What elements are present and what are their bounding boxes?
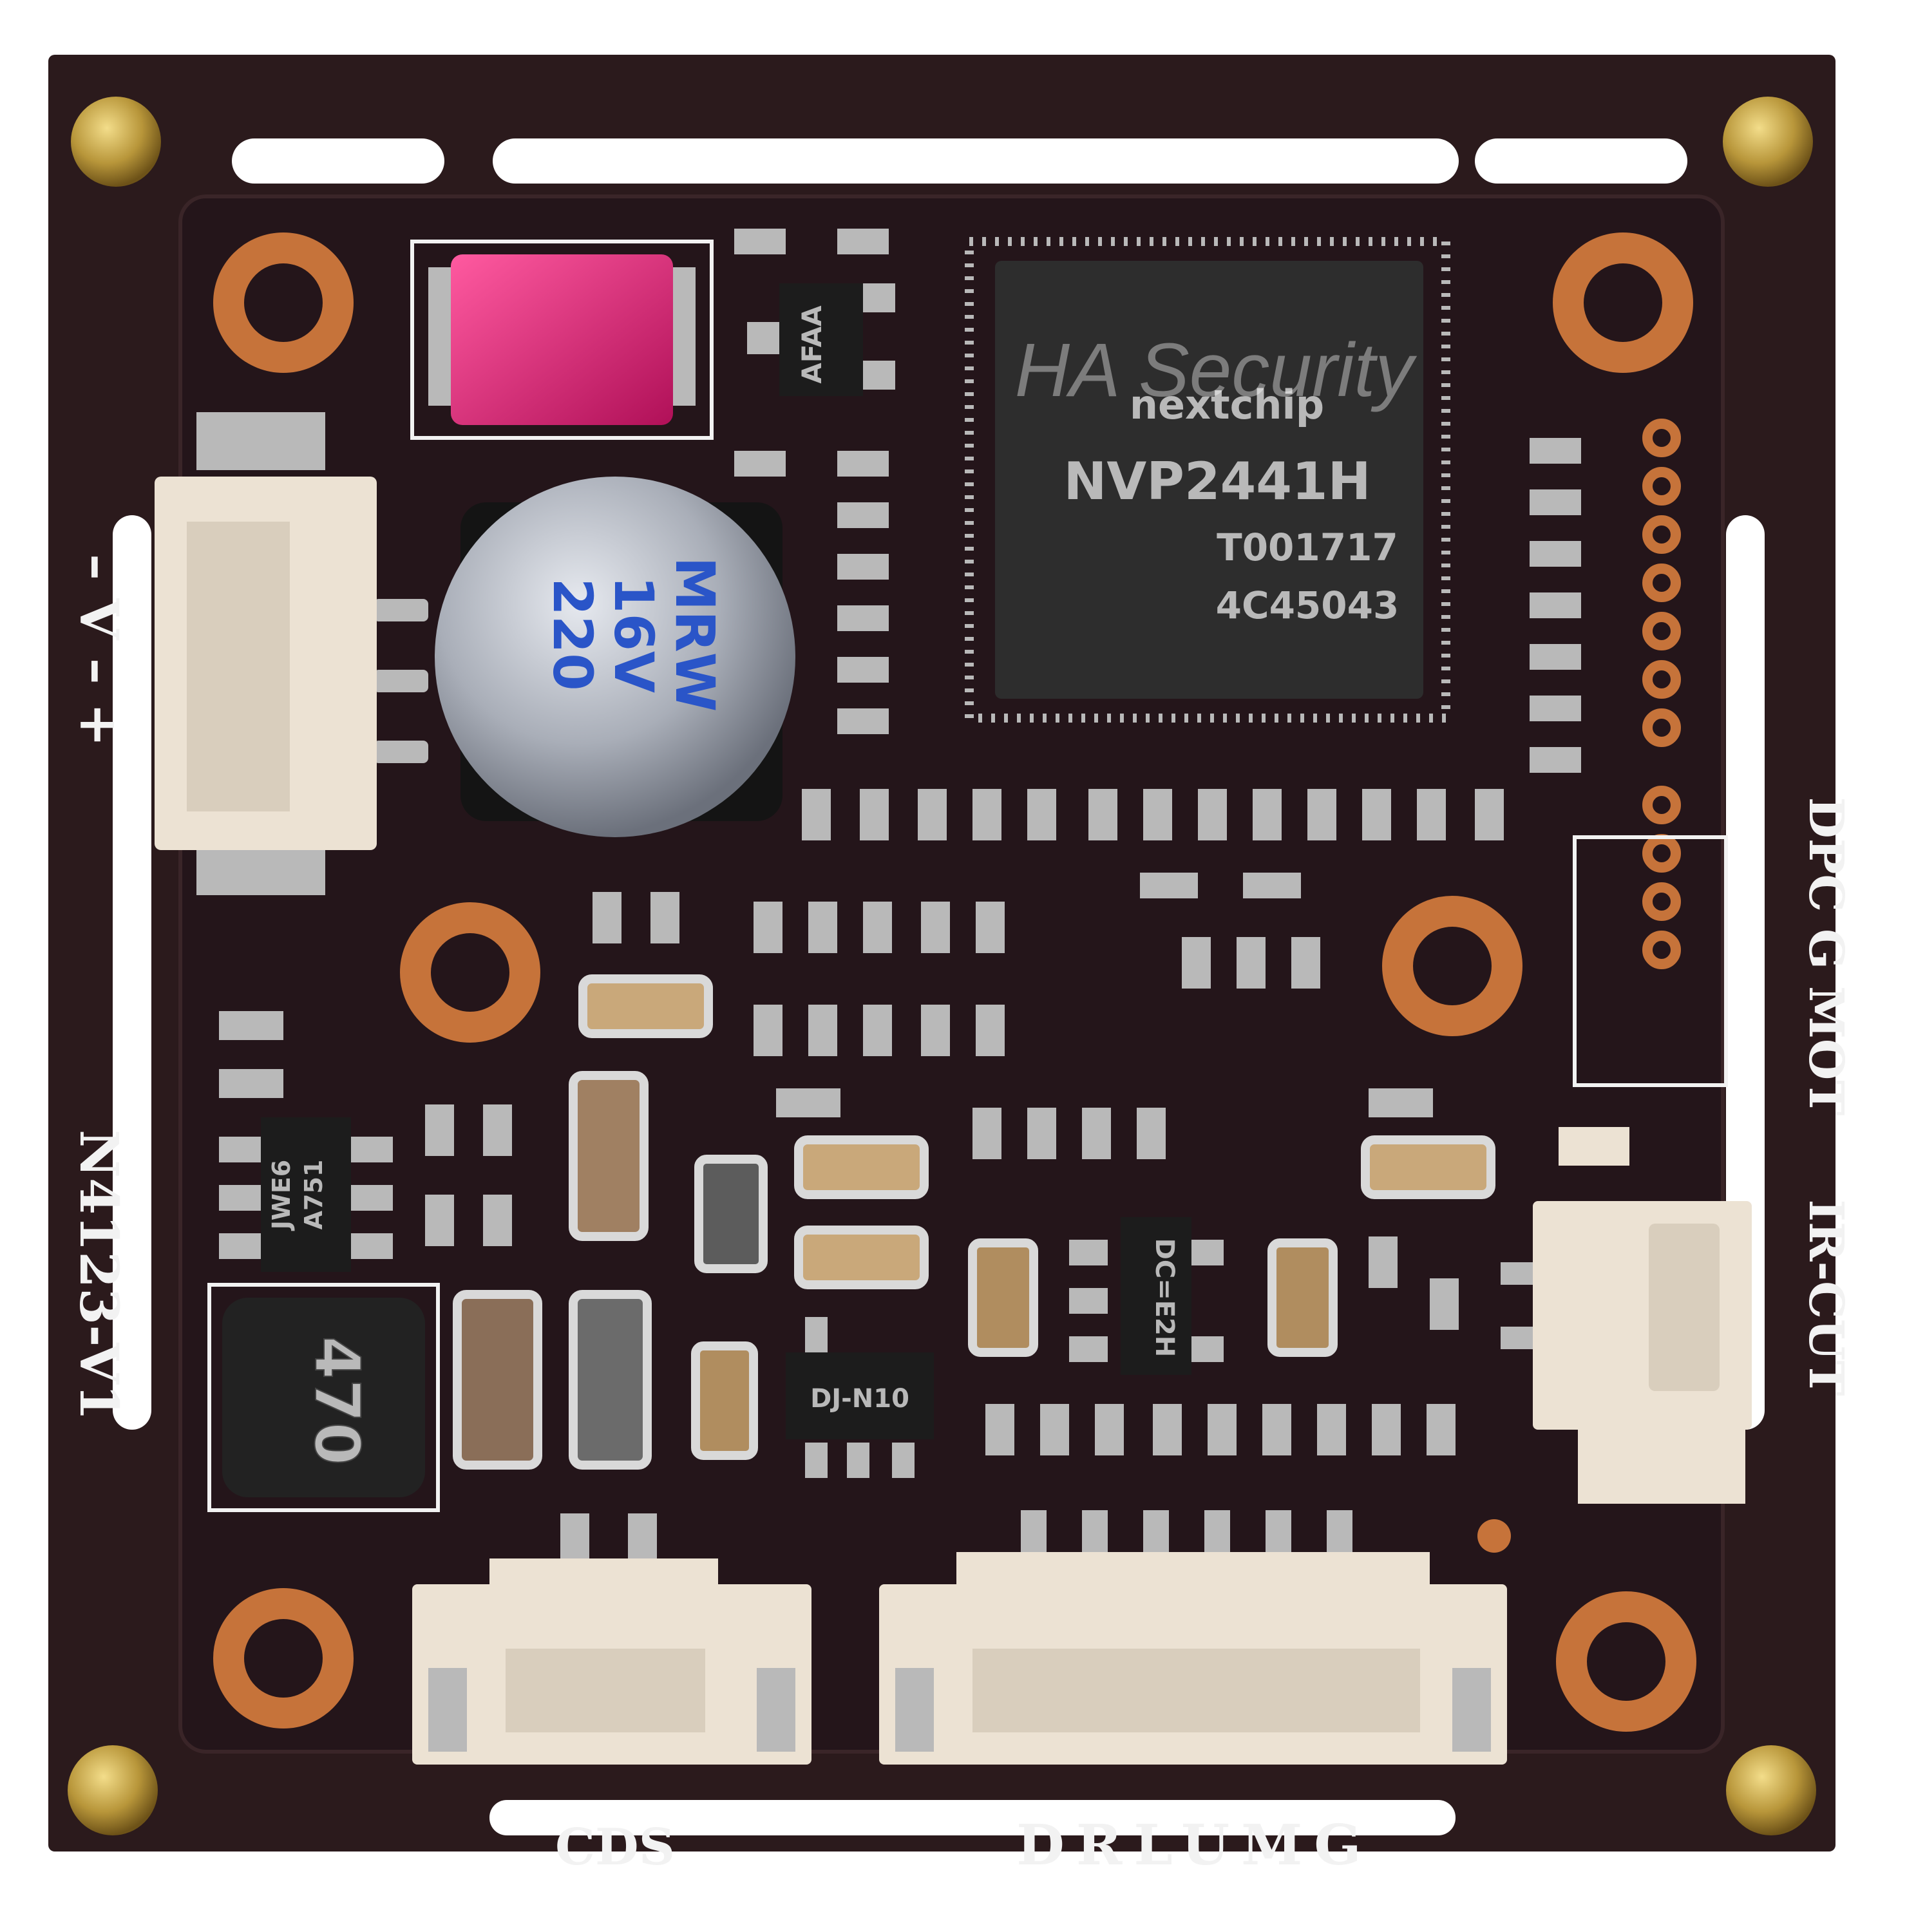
chip-model: NVP2441H bbox=[1063, 451, 1371, 511]
cds-connector bbox=[412, 1513, 811, 1765]
power-inductor: 470 bbox=[207, 1283, 440, 1512]
copper-mounting-holes bbox=[213, 232, 1696, 1732]
chip-line1: T001717 bbox=[1217, 526, 1398, 569]
power-pin-labels: – V – + bbox=[68, 554, 129, 747]
smd-passives bbox=[219, 229, 1581, 1455]
pink-tantalum-capacitor bbox=[410, 240, 714, 440]
nextchip-qfp: nextchip NVP2441H T001717 4C45043 bbox=[965, 237, 1450, 723]
ic-dc-mark: DC=E2H bbox=[1150, 1238, 1179, 1358]
cds-label: CDS bbox=[555, 1818, 675, 1877]
ic-dj-n10: DJ-N10 bbox=[786, 1317, 934, 1478]
electrolytic-capacitor: MRW 16V 220 bbox=[435, 477, 795, 837]
drlumg-label: DRLUMG bbox=[1016, 1813, 1372, 1878]
ir-cut-connector bbox=[1501, 1127, 1752, 1504]
mosfet-line2: A751 bbox=[299, 1160, 328, 1230]
inductor-mark: 470 bbox=[301, 1336, 373, 1465]
mosfet-jwe6: JWE6 A751 bbox=[219, 1117, 393, 1272]
regulator-afaa: AFAA bbox=[747, 283, 895, 396]
ir-cut-label: IR-CUT bbox=[1798, 1199, 1854, 1396]
watermark: HA Security bbox=[1015, 328, 1418, 413]
pin-header-outline bbox=[1573, 835, 1728, 1087]
right-pin-labels: DPC G MOT bbox=[1798, 797, 1854, 1116]
ceramic-capacitors bbox=[453, 974, 1495, 1470]
regulator-top-mark: AFAA bbox=[796, 305, 828, 384]
brass-standoffs bbox=[68, 97, 1816, 1835]
ic-dc-e2h: DC=E2H bbox=[1069, 1217, 1224, 1375]
chip-line2: 4C45043 bbox=[1216, 583, 1399, 627]
capacitor-line3: 220 bbox=[541, 578, 604, 690]
chip-brand: nextchip bbox=[1130, 381, 1324, 428]
mosfet-line1: JWE6 bbox=[267, 1160, 296, 1231]
board-model: N4123-V1 bbox=[68, 1130, 129, 1421]
capacitor-line2: 16V bbox=[602, 576, 665, 693]
capacitor-line1: MRW bbox=[663, 557, 726, 712]
drlumg-connector bbox=[879, 1510, 1507, 1765]
power-connector-left bbox=[155, 412, 428, 895]
ic-dj-mark: DJ-N10 bbox=[810, 1384, 909, 1414]
test-pad bbox=[1477, 1519, 1511, 1553]
